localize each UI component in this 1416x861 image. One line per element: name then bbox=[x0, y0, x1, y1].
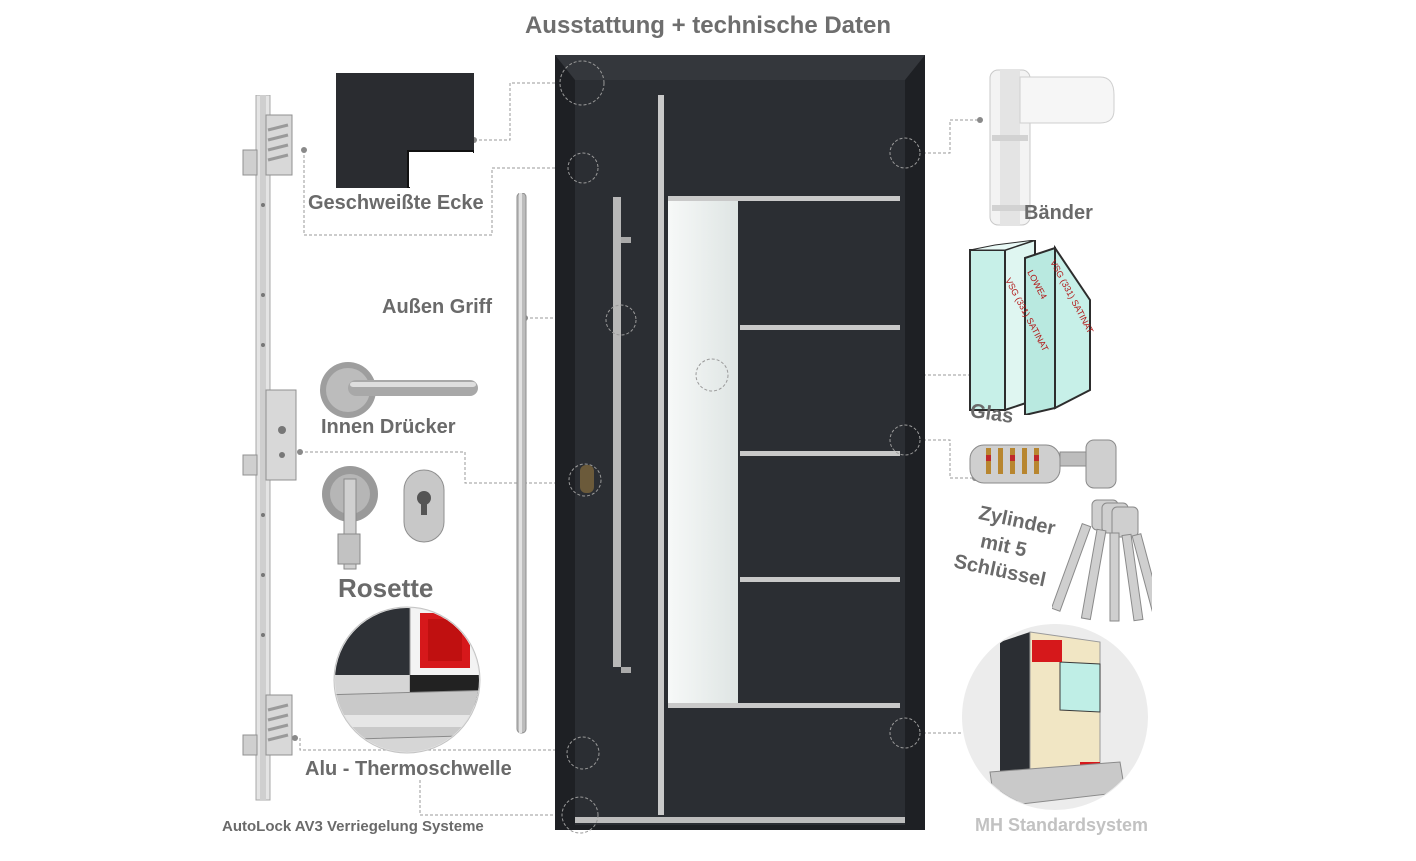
door-lock bbox=[580, 465, 594, 493]
standard-system-image bbox=[962, 624, 1148, 810]
threshold-image bbox=[333, 606, 481, 754]
label-lock-system: AutoLock AV3 Verriegelung Systeme bbox=[222, 818, 484, 835]
multipoint-lock-icon bbox=[242, 95, 297, 801]
label-threshold: Alu - Thermoschwelle bbox=[305, 758, 512, 780]
glass-layers-image: VSG (331) SATINAT LOWE4 VSG (331) SATINA… bbox=[969, 240, 1095, 415]
label-welded-corner: Geschweißte Ecke bbox=[308, 192, 484, 214]
label-inner-handle: Innen Drücker bbox=[321, 416, 456, 438]
hinge-image bbox=[989, 69, 1115, 226]
outer-handle-image bbox=[516, 193, 527, 734]
door-handle-bar bbox=[613, 197, 621, 667]
rosette-plate-image bbox=[403, 469, 445, 543]
door-illustration bbox=[555, 55, 925, 834]
welded-corner-image bbox=[336, 73, 474, 188]
page-title: Ausstattung + technische Daten bbox=[524, 12, 892, 39]
label-standard-system: MH Standardsystem bbox=[975, 815, 1149, 835]
label-outer-handle: Außen Griff bbox=[382, 296, 492, 318]
label-hinges: Bänder bbox=[1024, 202, 1093, 224]
label-rosette: Rosette bbox=[338, 573, 434, 603]
keys-image bbox=[1052, 499, 1152, 622]
rosette-key-image bbox=[322, 466, 378, 570]
inner-handle-image bbox=[320, 362, 478, 418]
cylinder-image bbox=[969, 439, 1117, 489]
